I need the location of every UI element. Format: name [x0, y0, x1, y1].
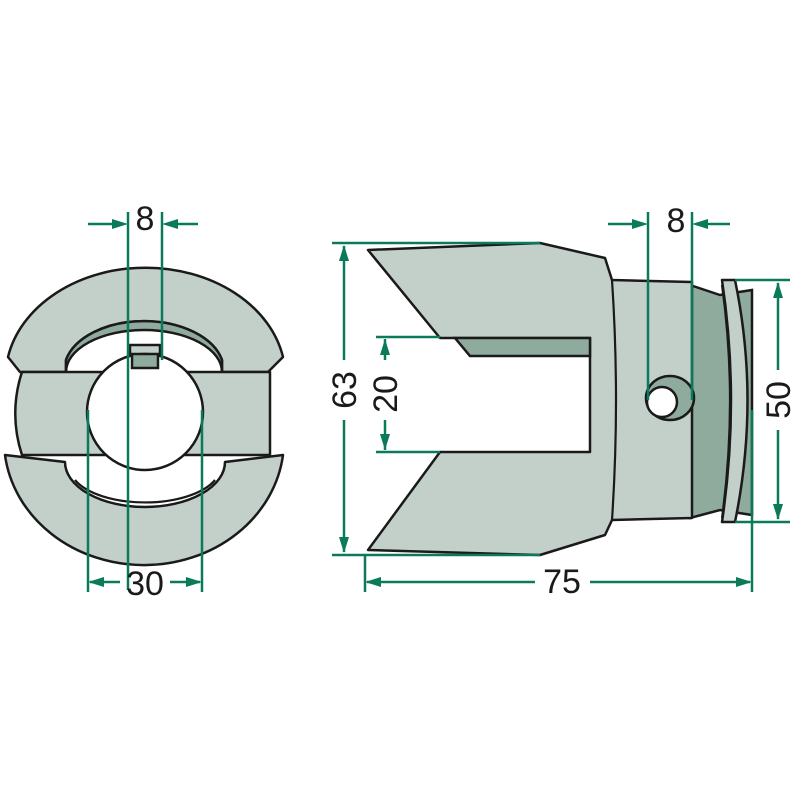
front-bottom-segment — [3, 453, 285, 567]
dimensions: 8 30 63 20 8 50 75 — [86, 200, 798, 603]
side-view — [366, 241, 754, 557]
slot-width-label: 8 — [136, 200, 155, 238]
bore-diameter-label: 30 — [126, 565, 164, 603]
flange-diameter-label: 50 — [760, 381, 798, 419]
front-view — [3, 266, 285, 567]
slot-shade — [452, 336, 592, 358]
key-slot — [130, 352, 160, 370]
overall-length-label: 75 — [543, 563, 581, 601]
overall-height-label: 63 — [326, 371, 364, 409]
hole-offset-label: 8 — [667, 202, 686, 240]
front-top-groove — [64, 319, 224, 373]
slot-height-label: 20 — [367, 375, 405, 413]
cross-hole — [645, 385, 679, 419]
bore-hole — [85, 352, 205, 472]
side-body — [366, 241, 694, 557]
